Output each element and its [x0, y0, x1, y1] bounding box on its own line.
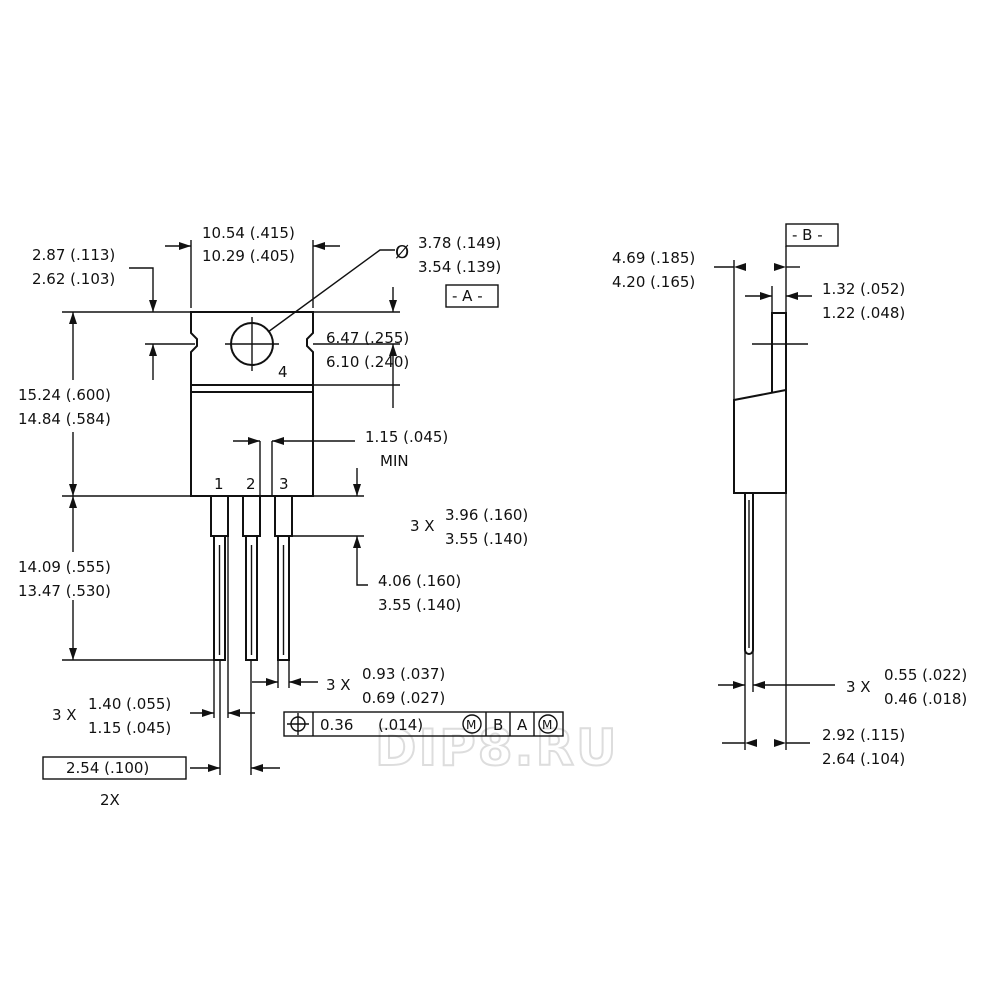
pin-1-label: 1	[214, 475, 224, 493]
position-symbol-icon	[287, 713, 309, 735]
hole-dia-max-text: 3.78 (.149)	[418, 234, 501, 252]
pitch-text: 2.54 (.100)	[66, 759, 149, 777]
hole-dia-min-text: 3.54 (.139)	[418, 258, 501, 276]
seat-min-text: 3.55 (.140)	[378, 596, 461, 614]
side-tab	[771, 312, 787, 396]
datum-ref-2: A	[517, 716, 528, 734]
height-max-text: 15.24 (.600)	[18, 386, 111, 404]
lead-flat-text: 1.15 (.045)	[365, 428, 448, 446]
lead-3	[274, 495, 293, 661]
pitch-count-text: 2X	[100, 791, 120, 809]
shoulder-max-text: 1.40 (.055)	[88, 695, 171, 713]
lead-w-prefix: 3 X	[326, 676, 351, 694]
upper-lead-min-text: 3.55 (.140)	[445, 530, 528, 548]
pin-2-label: 2	[246, 475, 256, 493]
front-view: 1 2 3 4	[190, 311, 314, 661]
tab-t-min-text: 1.22 (.048)	[822, 304, 905, 322]
lead-off-max-text: 2.92 (.115)	[822, 726, 905, 744]
side-thk-max-text: 4.69 (.185)	[612, 249, 695, 267]
tab-thk-min-text: 2.62 (.103)	[32, 270, 115, 288]
height-min-text: 14.84 (.584)	[18, 410, 111, 428]
width-min-text: 10.29 (.405)	[202, 247, 295, 265]
modifier-1: M	[466, 718, 476, 732]
side-dimension-lines	[714, 246, 835, 750]
datum-b-box: - B -	[785, 223, 839, 247]
side-thk-min-text: 4.20 (.165)	[612, 273, 695, 291]
upper-lead-max-text: 3.96 (.160)	[445, 506, 528, 524]
side-dimension-texts: - B - 4.69 (.185) 4.20 (.165) 1.32 (.052…	[612, 223, 967, 768]
tolerance-value: 0.36	[320, 716, 353, 734]
modifier-2: M	[542, 718, 552, 732]
pin-4-label: 4	[278, 363, 288, 381]
lead-off-min-text: 2.64 (.104)	[822, 750, 905, 768]
lead-t-max-text: 0.55 (.022)	[884, 666, 967, 684]
seat-max-text: 4.06 (.160)	[378, 572, 461, 590]
lead-w-max-text: 0.93 (.037)	[362, 665, 445, 683]
tab-t-max-text: 1.32 (.052)	[822, 280, 905, 298]
tolerance-frame: 0.36 (.014) M B A M	[283, 711, 564, 737]
pitch-box: 2.54 (.100)	[42, 756, 187, 780]
hole-pos-min-text: 6.10 (.240)	[326, 353, 409, 371]
lead-len-max-text: 14.09 (.555)	[18, 558, 111, 576]
upper-lead-prefix: 3 X	[410, 517, 435, 535]
hole-pos-max-text: 6.47 (.255)	[326, 329, 409, 347]
shoulder-prefix: 3 X	[52, 706, 77, 724]
lead-len-min-text: 13.47 (.530)	[18, 582, 111, 600]
lead-1	[210, 495, 229, 661]
lead-w-min-text: 0.69 (.027)	[362, 689, 445, 707]
package-body	[190, 391, 314, 497]
datum-b-label: - B -	[792, 226, 823, 244]
watermark-text: DIP8.RU	[375, 719, 619, 777]
shoulder-min-text: 1.15 (.045)	[88, 719, 171, 737]
width-max-text: 10.54 (.415)	[202, 224, 295, 242]
lead-flat-note: MIN	[380, 452, 409, 470]
tab-thk-max-text: 2.87 (.113)	[32, 246, 115, 264]
lead-2	[242, 495, 261, 661]
lead-t-min-text: 0.46 (.018)	[884, 690, 967, 708]
datum-ref-1: B	[493, 716, 503, 734]
front-dimension-texts: 10.54 (.415) 10.29 (.405) 2.87 (.113) 2.…	[18, 224, 528, 809]
lead-t-prefix: 3 X	[846, 678, 871, 696]
diameter-symbol: Ø	[395, 242, 409, 263]
front-dimension-lines	[62, 240, 400, 775]
side-view	[733, 312, 808, 655]
datum-a-label: - A -	[452, 287, 483, 305]
side-body	[733, 388, 787, 494]
pin-3-label: 3	[279, 475, 289, 493]
datum-a-box: - A -	[445, 284, 499, 308]
tolerance-value-inch: (.014)	[378, 716, 423, 734]
